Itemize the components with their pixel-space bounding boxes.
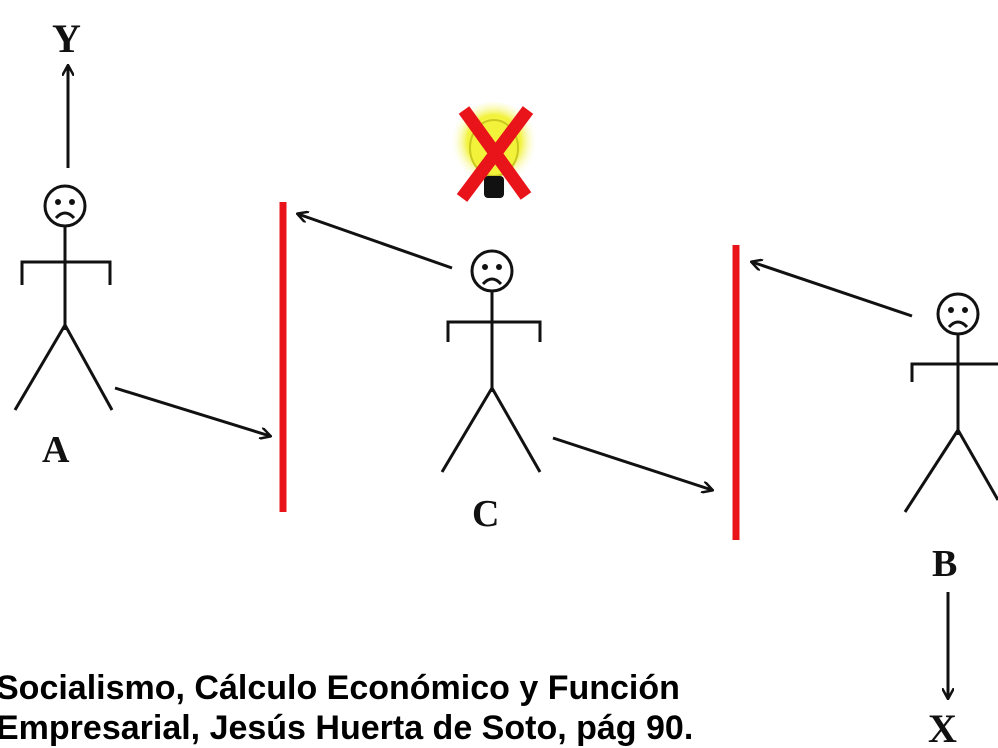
caption-line-2: Empresarial, Jesús Huerta de Soto, pág 9…	[0, 709, 694, 747]
person-b-label: B	[932, 543, 957, 585]
person-a	[13, 184, 114, 411]
sad-face-icon	[470, 249, 514, 293]
arrow-c-to-barrier-left	[298, 214, 453, 270]
lightbulb-crossed-icon	[450, 102, 538, 202]
sad-face-icon	[43, 184, 87, 228]
person-a-label: A	[42, 429, 70, 471]
resource-y-label: Y	[52, 16, 81, 61]
arrow-b-to-barrier	[752, 262, 913, 318]
person-b	[903, 292, 998, 513]
person-c-label: C	[472, 493, 499, 535]
person-c	[440, 249, 542, 473]
resource-x-label: X	[928, 706, 957, 747]
arrow-c-to-barrier-right	[552, 436, 712, 490]
caption-line-1: Socialismo, Cálculo Económico y Función	[0, 669, 680, 707]
sad-face-icon	[936, 292, 980, 336]
arrow-a-to-barrier	[114, 386, 270, 436]
